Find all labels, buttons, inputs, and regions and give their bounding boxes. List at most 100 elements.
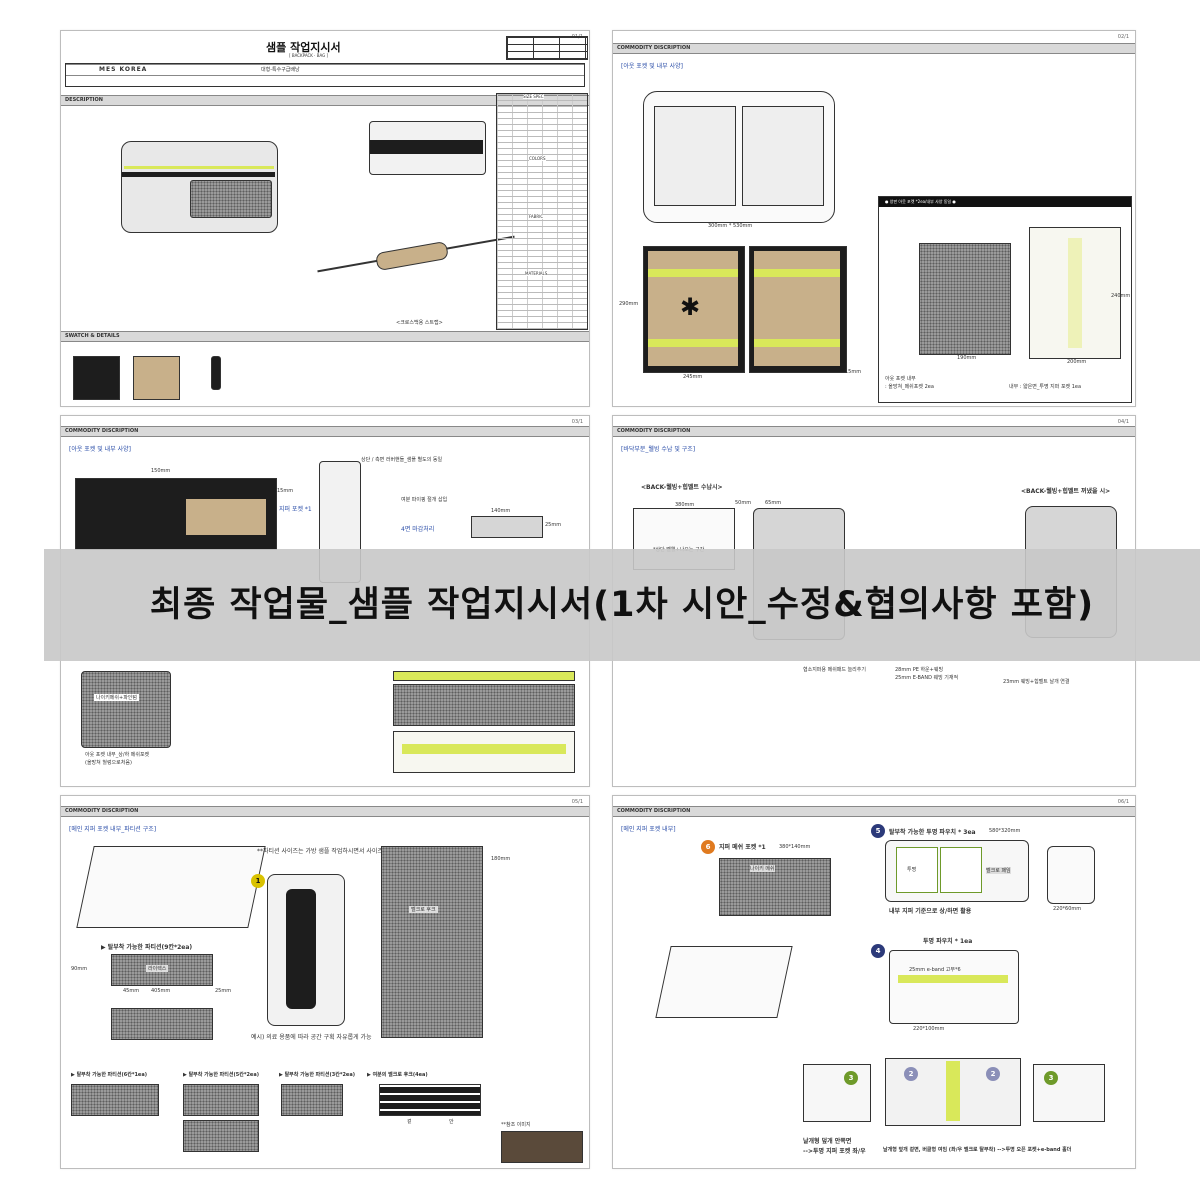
step-1-badge: 1	[251, 874, 265, 888]
wing-flap-inside: 3	[803, 1064, 871, 1122]
clear-pouch-set: 투명 벨크로 패임	[885, 840, 1029, 902]
velcro-label: 벨크로 후크	[409, 906, 438, 913]
dim-6: 380*140mm	[779, 844, 811, 850]
partition-9-cell-2	[111, 1008, 213, 1040]
wing-flap-outside: 3	[1033, 1064, 1105, 1122]
partition-b-label: ▶ 탈부착 가능한 파티션(6칸*1ea)	[71, 1072, 147, 1078]
note-eband-webbing: 25mm E-BAND 웨빙 기재적	[895, 675, 959, 681]
commodity-bar: COMMODITY DISCRIPTION	[61, 806, 589, 817]
model-value: 대형-특수구급배낭	[261, 67, 300, 73]
star-of-life-icon: ✱	[680, 293, 701, 321]
dim-405: 405mm	[151, 988, 171, 994]
mesh-label: 나이키메쉬+파인텀	[94, 694, 139, 701]
partition-5-cell-2	[183, 1120, 259, 1152]
clear-pocket	[1029, 227, 1121, 359]
inner-spec-title: ● 양판 아웃 포켓 *2ea/내부 사양 동일 ●	[885, 199, 956, 204]
commodity-bar: COMMODITY DISCRIPTION	[613, 426, 1135, 437]
partition-c-label: ▶ 탈부착 가능한 파티션(5칸*2ea)	[183, 1072, 259, 1078]
side-pack-illustration	[369, 121, 486, 175]
dim-5: 580*320mm	[989, 828, 1021, 834]
partition-a-label: ▶ 탈부착 가능한 파티션(9칸*2ea)	[101, 944, 193, 951]
note-partition-size: **파티션 사이즈는 가방 샘플 작업하시면서 사이즈 체크.	[257, 848, 398, 855]
page-number: 03/1	[571, 419, 583, 425]
note-piping: 여분 파이핑 절개 삽입	[401, 497, 448, 503]
mesh-panel-right	[393, 684, 575, 726]
badge-3-right: 3	[1044, 1071, 1058, 1085]
strap-illustration	[316, 235, 516, 273]
eband-label: 25mm e-band 고무*6	[909, 967, 961, 973]
work-order-sheet-5: 05/1 COMMODITY DISCRIPTION [메인 지퍼 포켓 내부_…	[60, 795, 590, 1169]
section-title: [아웃 포켓 및 내부 사양]	[621, 63, 683, 70]
work-order-sheet-6: 06/1 COMMODITY DISCRIPTION [메인 지퍼 포켓 내부]…	[612, 795, 1136, 1169]
description-bar: DESCRIPTION	[61, 95, 589, 106]
materials-title: MATERIALS	[525, 271, 548, 276]
swatch-zipper-pull	[211, 356, 221, 390]
note-inner: 내부 지퍼 기준으로 상/하면 활용	[889, 908, 972, 915]
dim-290: 290mm	[619, 301, 639, 307]
title-banner: 최종 작업물_샘플 작업지시서(1차 시안_수정&협의사항 포함)	[44, 549, 1200, 661]
velcro-extra-label: ▶ 여분의 벨크로 후크(4ea)	[367, 1072, 428, 1078]
velcro-hooks	[379, 1084, 481, 1116]
page-number: 06/1	[1117, 799, 1129, 805]
badge-5: 5	[871, 824, 885, 838]
label-outer: 겉	[407, 1119, 412, 1125]
left-title: <BACK-웰빙+힙벨트 수납시>	[641, 484, 723, 491]
pouch-outline	[643, 91, 835, 223]
partition-3-cell	[281, 1084, 343, 1116]
medical-example-illustration	[267, 874, 345, 1026]
dim-240: 240mm	[1111, 293, 1131, 299]
dim-220x100: 220*100mm	[913, 1026, 945, 1032]
approval-grid	[506, 36, 588, 60]
section-title: [메인 지퍼 포켓 내부]	[621, 826, 676, 833]
note-mesh-pad: 협소지퍼용 메쉬패드 늘리추기	[803, 667, 866, 673]
badge-2-right: 2	[986, 1067, 1000, 1081]
note-partition-size-1: **파티션 사이즈는 가방 샘플 작업하시면서 사이즈 체크.	[257, 846, 398, 855]
spec-table	[496, 93, 588, 330]
page-number: 05/1	[571, 799, 583, 805]
swatch-khaki-fabric	[133, 356, 180, 400]
dim-25: 25mm	[545, 522, 562, 528]
dim-190: 190mm	[957, 355, 977, 361]
dim-200: 200mm	[1067, 359, 1087, 365]
mesh-label: 나이키 메쉬	[750, 865, 775, 872]
note-bottom-3: 날개형 덮개 겉면, 버클형 여밈 (좌/우 벨크로 탈부착) -->투명 오픈…	[883, 1147, 1072, 1153]
note-zip-pocket: 지퍼 포켓 *1	[279, 506, 312, 513]
right-title: <BACK-웰빙+힙벨트 꺼냈을 시>	[1021, 488, 1111, 495]
note-inner-pocket: 내부 : 얇은면_투명 지퍼 포켓 1ea	[1009, 384, 1082, 390]
ref-image-label: **참조 이미지	[501, 1122, 531, 1128]
section-title: [아웃 포켓 및 내부 사양]	[69, 446, 131, 453]
wing-flap-center: 2 2	[885, 1058, 1021, 1126]
section-title: [메인 지퍼 포켓 내부_파티션 구조]	[69, 826, 157, 833]
open-case-illustration	[76, 846, 266, 928]
note-bottom-1: 날개형 덮개 안쪽면	[803, 1138, 852, 1145]
dim-245: 245mm	[683, 374, 703, 380]
swatch-black-fabric	[73, 356, 120, 400]
sheet-subtitle: [ BACKPACK · BAG ]	[289, 53, 329, 58]
label-4: 투명 파우치 * 1ea	[923, 938, 973, 945]
partition-5-cell	[183, 1084, 259, 1116]
zip-mesh-pocket: 나이키 메쉬	[719, 858, 831, 916]
note-outer-pocket: 아웃 포켓 내부	[885, 376, 916, 382]
work-order-sheet-2: 02/1 COMMODITY DISCRIPTION [아웃 포켓 및 내부 사…	[612, 30, 1136, 407]
banner-title: 최종 작업물_샘플 작업지시서(1차 시안_수정&협의사항 포함)	[149, 585, 1095, 625]
fabric-title: FABRIC	[529, 214, 544, 219]
label-inner: 안	[449, 1119, 454, 1125]
page-number: 04/1	[1117, 419, 1129, 425]
lycra-label: 라이렉스	[146, 965, 169, 972]
mesh-pocket-bottom: 나이키메쉬+파인텀	[81, 671, 171, 748]
page-number: 02/1	[1117, 34, 1129, 40]
note-handle: 상단 / 측면 러버핸들_샘플 별도의 동일	[361, 457, 443, 463]
open-case-illustration	[655, 946, 793, 1018]
partition-6-cell	[71, 1084, 159, 1116]
strap-caption: <크로스백용 스트랩>	[396, 320, 443, 326]
commodity-bar: COMMODITY DISCRIPTION	[61, 426, 589, 437]
label-5: 탈부착 가능한 투명 파우치 * 3ea	[889, 829, 976, 836]
work-order-sheet-1: 01/1 샘플 작업지시서 [ BACKPACK · BAG ] MES KOR…	[60, 30, 590, 407]
partition-9-cell: 라이렉스	[111, 954, 213, 986]
dim-25: 25mm	[215, 988, 232, 994]
front-panel-left: ✱	[643, 246, 745, 373]
mesh-pocket	[919, 243, 1011, 355]
colors-title: COLORS	[529, 156, 546, 161]
dim-15: 15mm	[845, 369, 862, 375]
note-mesh-bottom-2: (올망쳐 헐렁으로처음)	[85, 760, 132, 766]
